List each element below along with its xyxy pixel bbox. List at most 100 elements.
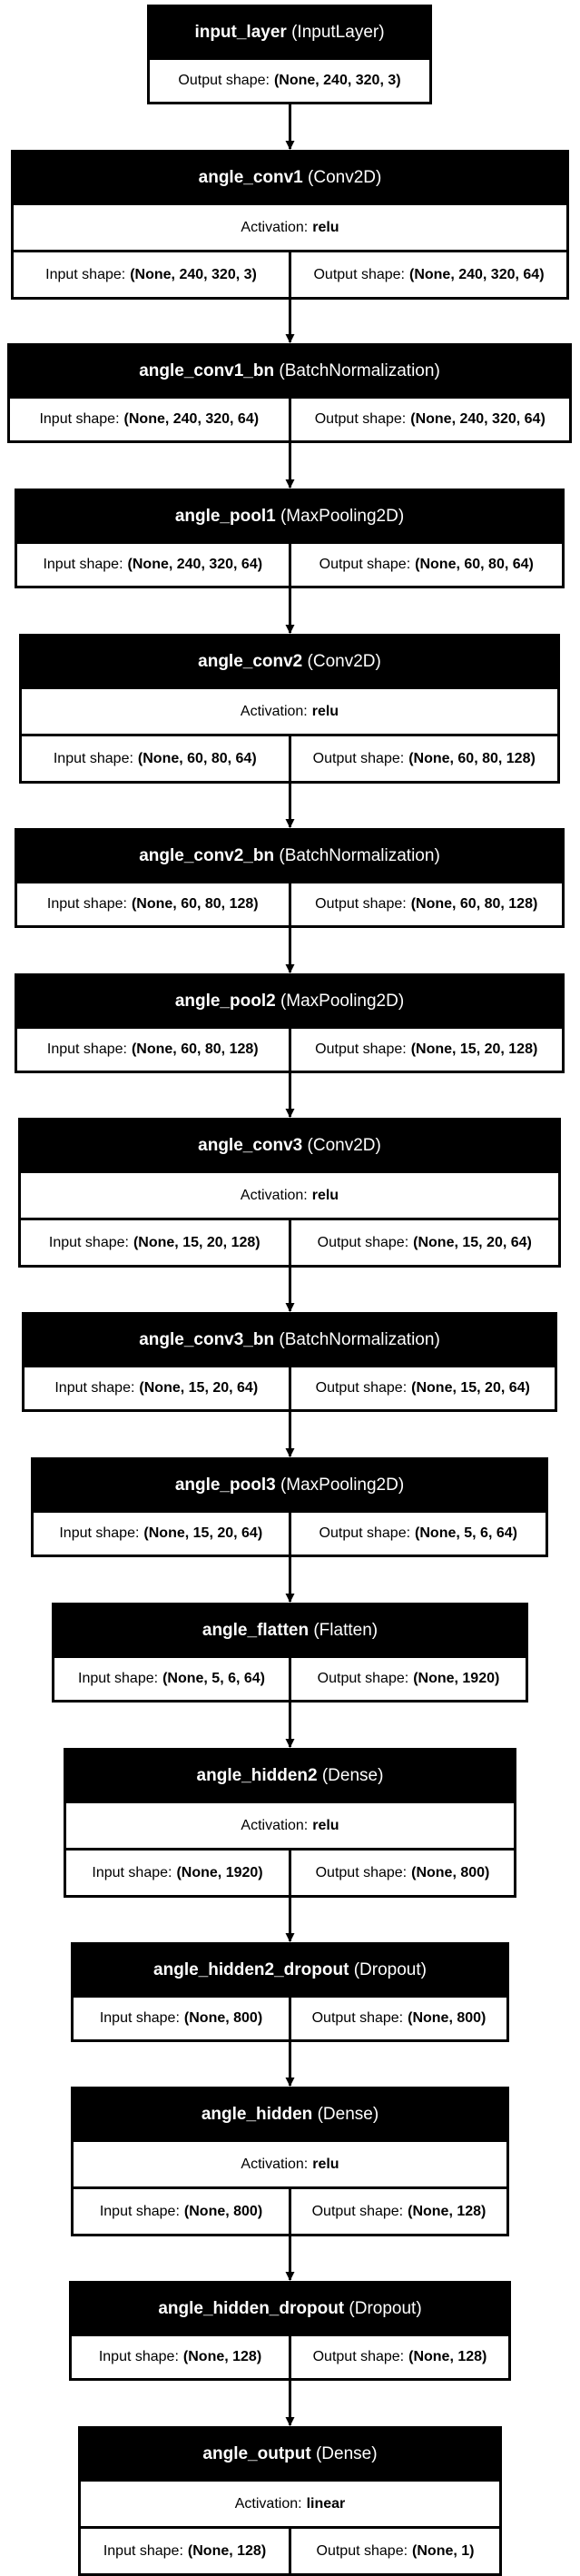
- input-shape-cell: Input shape:(None, 800): [74, 1998, 289, 2039]
- input-shape-value: (None, 240, 320, 3): [130, 266, 257, 282]
- layer-type: (InputLayer): [291, 22, 385, 42]
- layer-type: (Dropout): [353, 1959, 427, 1979]
- layer-type: (MaxPooling2D): [280, 991, 405, 1011]
- output-shape-value: (None, 5, 6, 64): [415, 1525, 517, 1541]
- layer-row: Output shape:(None, 240, 320, 3): [150, 57, 429, 102]
- input-shape-label: Input shape:: [45, 266, 126, 282]
- layer-row: Input shape:(None, 60, 80, 64)Output sha…: [22, 734, 557, 781]
- layer-row: Input shape:(None, 128)Output shape:(Non…: [81, 2526, 499, 2573]
- input-shape-label: Input shape:: [78, 1671, 159, 1686]
- input-shape-cell: Input shape:(None, 15, 20, 64): [25, 1367, 289, 1409]
- layer-header: angle_hidden2 (Dense): [66, 1751, 514, 1801]
- activation-label: Activation:: [234, 2495, 302, 2512]
- input-shape-value: (None, 240, 320, 64): [127, 557, 263, 572]
- output-shape-label: Output shape:: [317, 1671, 409, 1686]
- output-shape-value: (None, 800): [411, 1864, 490, 1880]
- input-shape-label: Input shape:: [99, 2203, 180, 2219]
- layer-node-angle-flatten: angle_flatten (Flatten)Input shape:(None…: [52, 1603, 528, 1703]
- layer-name: angle_hidden: [201, 2104, 313, 2124]
- layer-header: angle_pool3 (MaxPooling2D): [34, 1460, 546, 1510]
- output-shape-cell: Output shape:(None, 1): [289, 2529, 499, 2573]
- layer-row: Input shape:(None, 5, 6, 64)Output shape…: [54, 1655, 526, 1700]
- output-shape-value: (None, 60, 80, 128): [408, 750, 536, 766]
- input-shape-value: (None, 15, 20, 128): [133, 1234, 261, 1250]
- layer-type: (Dense): [317, 2104, 379, 2124]
- output-shape-label: Output shape:: [312, 750, 405, 766]
- layer-header: angle_conv1_bn (BatchNormalization): [10, 346, 569, 396]
- layer-header: angle_conv3_bn (BatchNormalization): [25, 1315, 555, 1365]
- layer-type: (Conv2D): [308, 167, 382, 187]
- layer-row: Input shape:(None, 800)Output shape:(Non…: [74, 1995, 506, 2039]
- layer-name: angle_conv3_bn: [139, 1329, 275, 1349]
- layer-type: (BatchNormalization): [279, 1329, 440, 1349]
- layer-name: angle_conv3: [198, 1135, 303, 1155]
- activation-value: relu: [312, 1817, 339, 1833]
- layer-header: angle_conv3 (Conv2D): [21, 1120, 558, 1170]
- layer-row: Input shape:(None, 128)Output shape:(Non…: [72, 2334, 508, 2378]
- layer-row: Input shape:(None, 800)Output shape:(Non…: [74, 2186, 506, 2234]
- layer-row: Activation:relu: [66, 1801, 514, 1848]
- layer-node-angle-conv2-bn: angle_conv2_bn (BatchNormalization)Input…: [15, 828, 565, 928]
- output-shape-cell: Output shape:(None, 15, 20, 64): [288, 1220, 559, 1265]
- input-shape-value: (None, 60, 80, 128): [131, 896, 259, 912]
- input-shape-label: Input shape:: [99, 2010, 180, 2026]
- activation-label: Activation:: [241, 1817, 309, 1833]
- activation-value: relu: [312, 2156, 339, 2172]
- input-shape-cell: Input shape:(None, 1920): [66, 1851, 289, 1895]
- activation-label: Activation:: [241, 2156, 309, 2172]
- input-shape-label: Input shape:: [54, 1380, 135, 1396]
- layer-row: Activation:linear: [81, 2479, 499, 2526]
- output-shape-value: (None, 240, 320, 3): [273, 73, 401, 88]
- activation-value: relu: [311, 703, 339, 719]
- layer-header: angle_conv2 (Conv2D): [22, 637, 557, 686]
- layer-type: (Conv2D): [307, 651, 381, 671]
- layer-node-angle-conv3-bn: angle_conv3_bn (BatchNormalization)Input…: [22, 1312, 557, 1412]
- layer-name: angle_conv1: [198, 167, 303, 187]
- output-shape-cell: Output shape:(None, 128): [289, 2336, 508, 2378]
- activation-value: relu: [311, 1187, 339, 1203]
- input-shape-value: (None, 60, 80, 64): [137, 750, 257, 766]
- output-shape-cell: Output shape:(None, 800): [289, 1851, 514, 1895]
- layer-row: Input shape:(None, 15, 20, 64)Output sha…: [34, 1510, 546, 1554]
- layer-header: input_layer (InputLayer): [150, 7, 429, 57]
- output-shape-value: (None, 240, 320, 64): [409, 266, 545, 282]
- layer-name: angle_hidden_dropout: [158, 2298, 345, 2318]
- layer-node-angle-pool1: angle_pool1 (MaxPooling2D)Input shape:(N…: [15, 489, 565, 588]
- layer-row: Activation:relu: [22, 686, 557, 734]
- output-shape-cell: Output shape:(None, 60, 80, 128): [288, 736, 558, 781]
- output-shape-label: Output shape:: [313, 266, 405, 282]
- output-shape-label: Output shape:: [315, 1864, 408, 1880]
- output-shape-cell: Output shape:(None, 800): [289, 1998, 506, 2039]
- layer-row: Input shape:(None, 60, 80, 128)Output sh…: [17, 881, 562, 925]
- layer-name: angle_conv1_bn: [139, 360, 275, 380]
- output-shape-cell: Output shape:(None, 60, 80, 128): [288, 883, 563, 925]
- layer-name: angle_pool3: [174, 1475, 276, 1495]
- layer-row: Input shape:(None, 15, 20, 64)Output sha…: [25, 1365, 555, 1409]
- layer-name: angle_flatten: [202, 1620, 310, 1640]
- input-shape-label: Input shape:: [103, 2542, 183, 2559]
- layer-type: (BatchNormalization): [279, 360, 440, 380]
- layer-row: Activation:relu: [74, 2139, 506, 2186]
- layer-node-angle-hidden2-dropout: angle_hidden2_dropout (Dropout)Input sha…: [71, 1942, 509, 2042]
- layer-row: Input shape:(None, 240, 320, 3) Output sh…: [14, 250, 566, 297]
- layer-name: angle_hidden2: [196, 1765, 318, 1785]
- input-shape-cell: Input shape:(None, 60, 80, 128): [17, 883, 289, 925]
- output-shape-value: (None, 60, 80, 64): [415, 557, 534, 572]
- layer-node-angle-pool3: angle_pool3 (MaxPooling2D)Input shape:(N…: [31, 1457, 548, 1557]
- layer-row: Input shape:(None, 60, 80, 128)Output sh…: [17, 1026, 562, 1071]
- output-shape-label: Output shape:: [315, 1380, 408, 1396]
- output-shape-cell: Output shape:(None, 15, 20, 128): [288, 1029, 563, 1071]
- activation-value: relu: [312, 219, 339, 235]
- layer-node-angle-conv1-bn: angle_conv1_bn (BatchNormalization)Input…: [7, 343, 572, 443]
- layer-type: (Conv2D): [307, 1135, 381, 1155]
- output-shape-label: Output shape:: [314, 411, 407, 427]
- layer-header: angle_output (Dense): [81, 2429, 499, 2479]
- layer-row: Activation:relu: [14, 202, 566, 250]
- input-shape-label: Input shape:: [46, 896, 127, 912]
- activation-label: Activation:: [240, 1187, 308, 1203]
- output-shape-label: Output shape:: [178, 73, 270, 88]
- output-shape-value: (None, 15, 20, 64): [411, 1380, 530, 1396]
